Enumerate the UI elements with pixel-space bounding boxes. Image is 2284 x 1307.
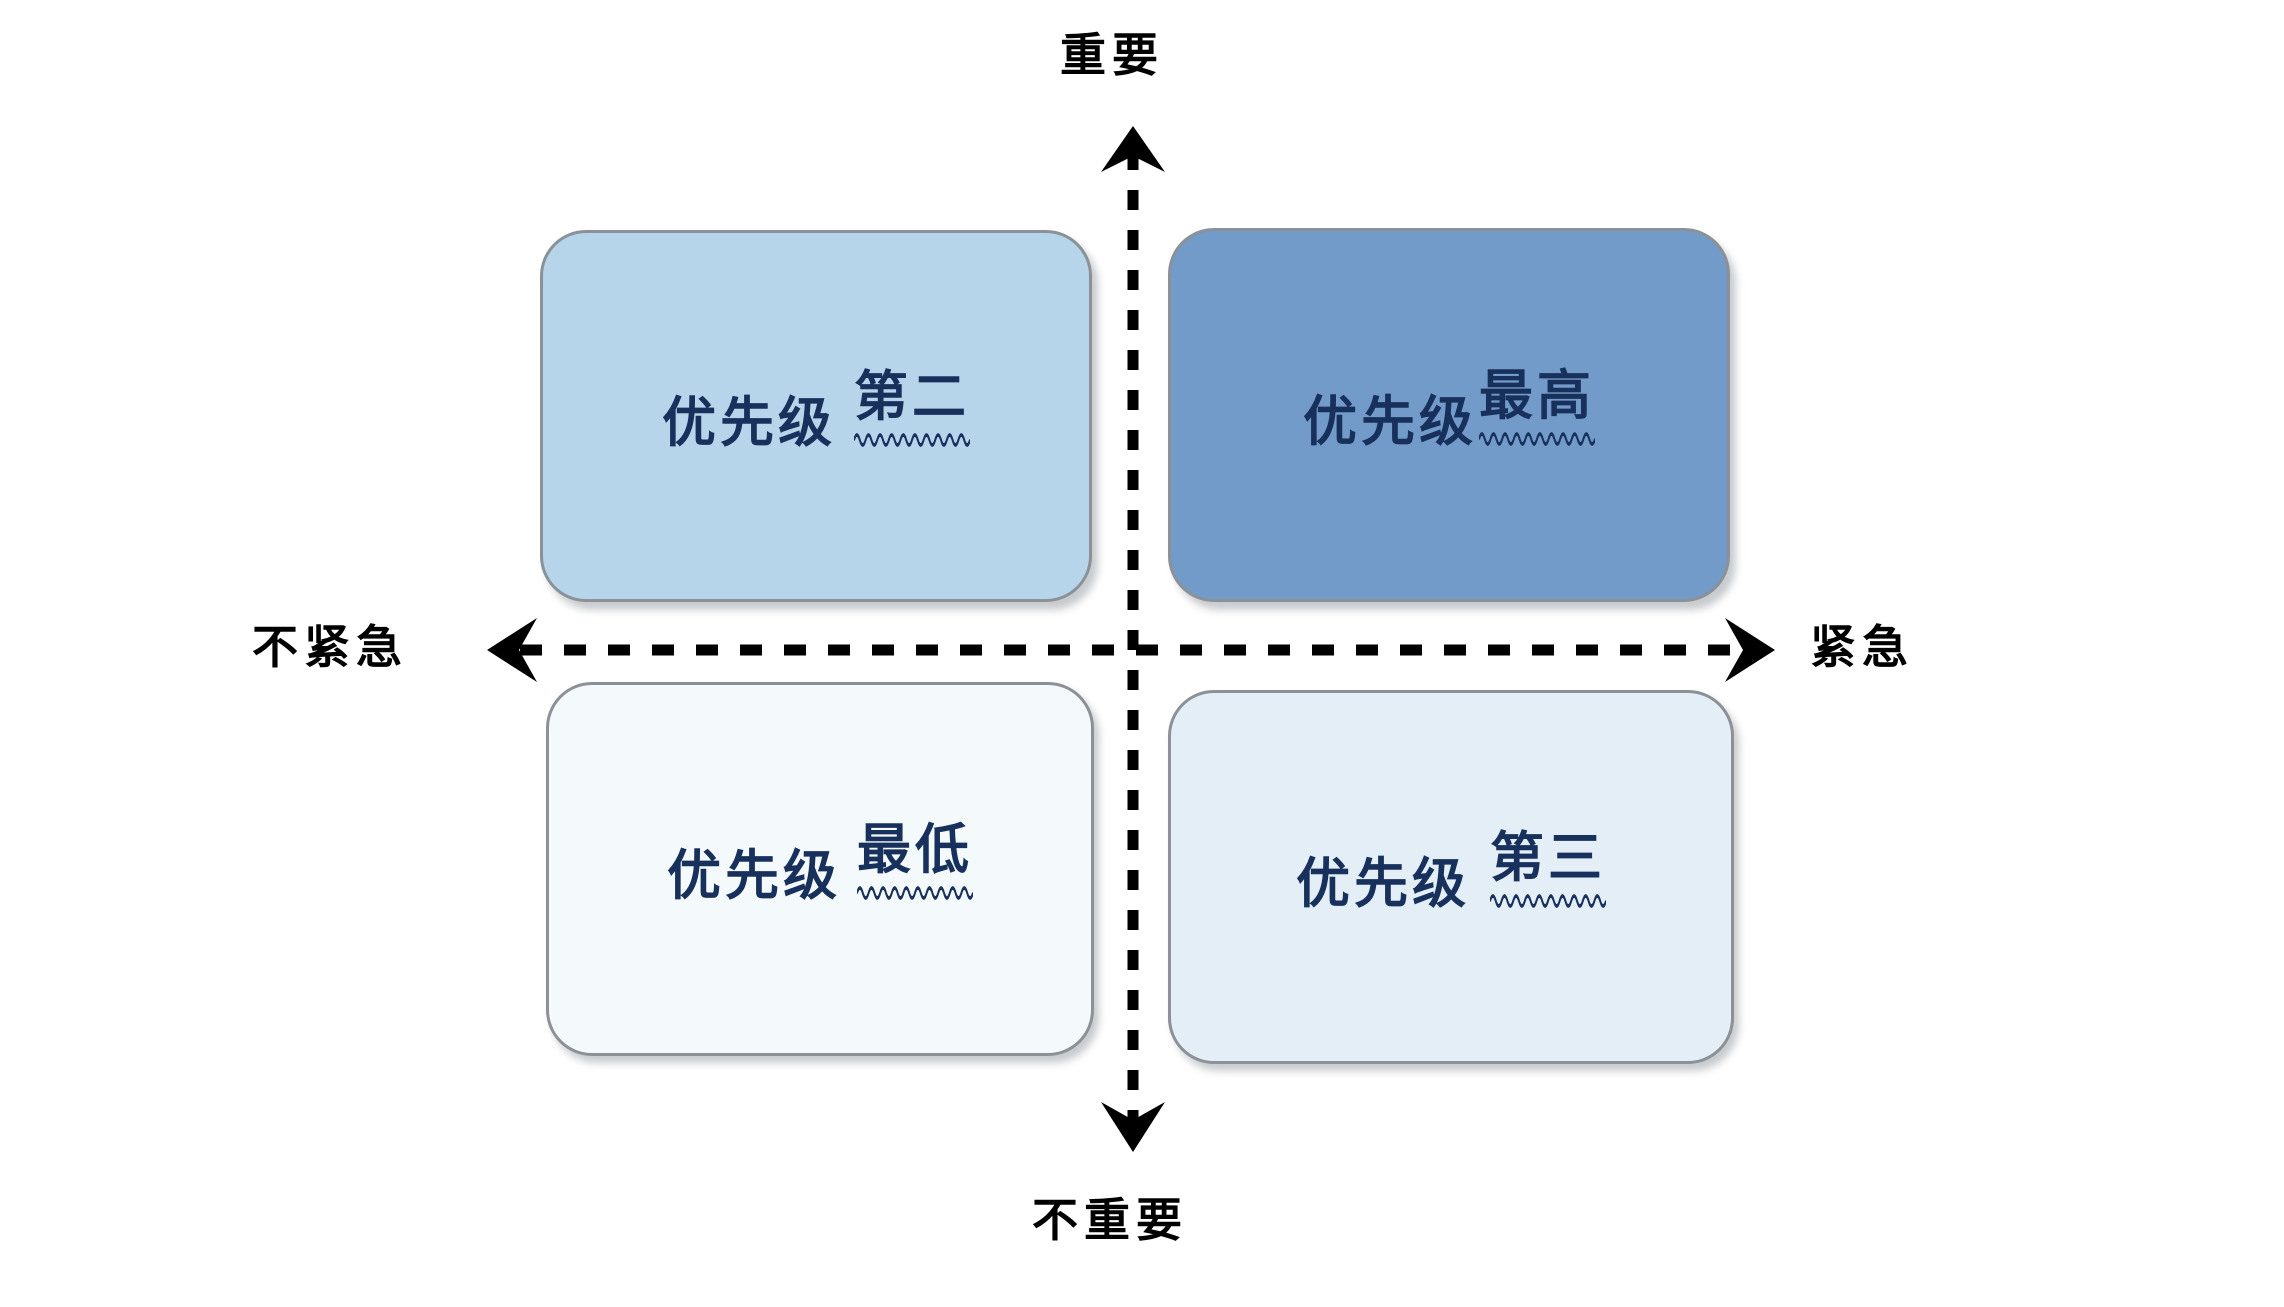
quadrant-label: 优先级 最高 [1303,369,1595,449]
priority-emphasis-group: 最低 [857,823,973,903]
axis-arrow-right [1725,618,1775,682]
priority-lead-text: 优先级 [662,391,836,454]
priority-emphasis-text: 第三 [1490,826,1606,889]
wavy-underline-icon [854,433,970,447]
priority-emphasis-group: 最高 [1479,369,1595,449]
priority-emphasis-group: 第二 [854,370,970,450]
axis-label-urgent: 紧急 [1810,620,1914,674]
priority-emphasis-group: 第三 [1490,831,1606,911]
quadrant-important-urgent[interactable]: 优先级 最高 [1168,228,1736,610]
quadrant-not-important-not-urgent[interactable]: 优先级 最低 [546,682,1099,1063]
wavy-underline-icon [1490,894,1606,908]
axis-arrow-down [1101,1102,1165,1152]
priority-emphasis-text: 最低 [857,818,973,881]
priority-emphasis-text: 最高 [1479,364,1595,427]
axis-arrow-up [1101,126,1165,172]
priority-lead-text: 优先级 [1296,852,1470,915]
wavy-underline-icon [857,886,973,900]
axis-arrow-left [487,618,537,682]
axis-label-unimportant: 不重要 [1032,1193,1188,1247]
card-surface [546,682,1094,1056]
card-surface [1168,228,1730,602]
quadrant-label: 优先级 第二 [662,370,970,450]
quadrant-label: 优先级 最低 [667,823,973,903]
card-surface [1168,690,1734,1064]
quadrant-not-important-urgent[interactable]: 优先级 第三 [1168,690,1739,1071]
quadrant-important-not-urgent[interactable]: 优先级 第二 [540,230,1098,610]
wavy-underline-icon [1479,432,1595,446]
priority-emphasis-text: 第二 [854,365,970,428]
priority-lead-text: 优先级 [667,844,841,907]
quadrant-label: 优先级 第三 [1296,831,1606,911]
axis-label-important: 重要 [1060,28,1164,82]
card-surface [540,230,1092,602]
axis-label-not-urgent: 不紧急 [252,620,408,674]
priority-lead-text: 优先级 [1303,390,1477,453]
